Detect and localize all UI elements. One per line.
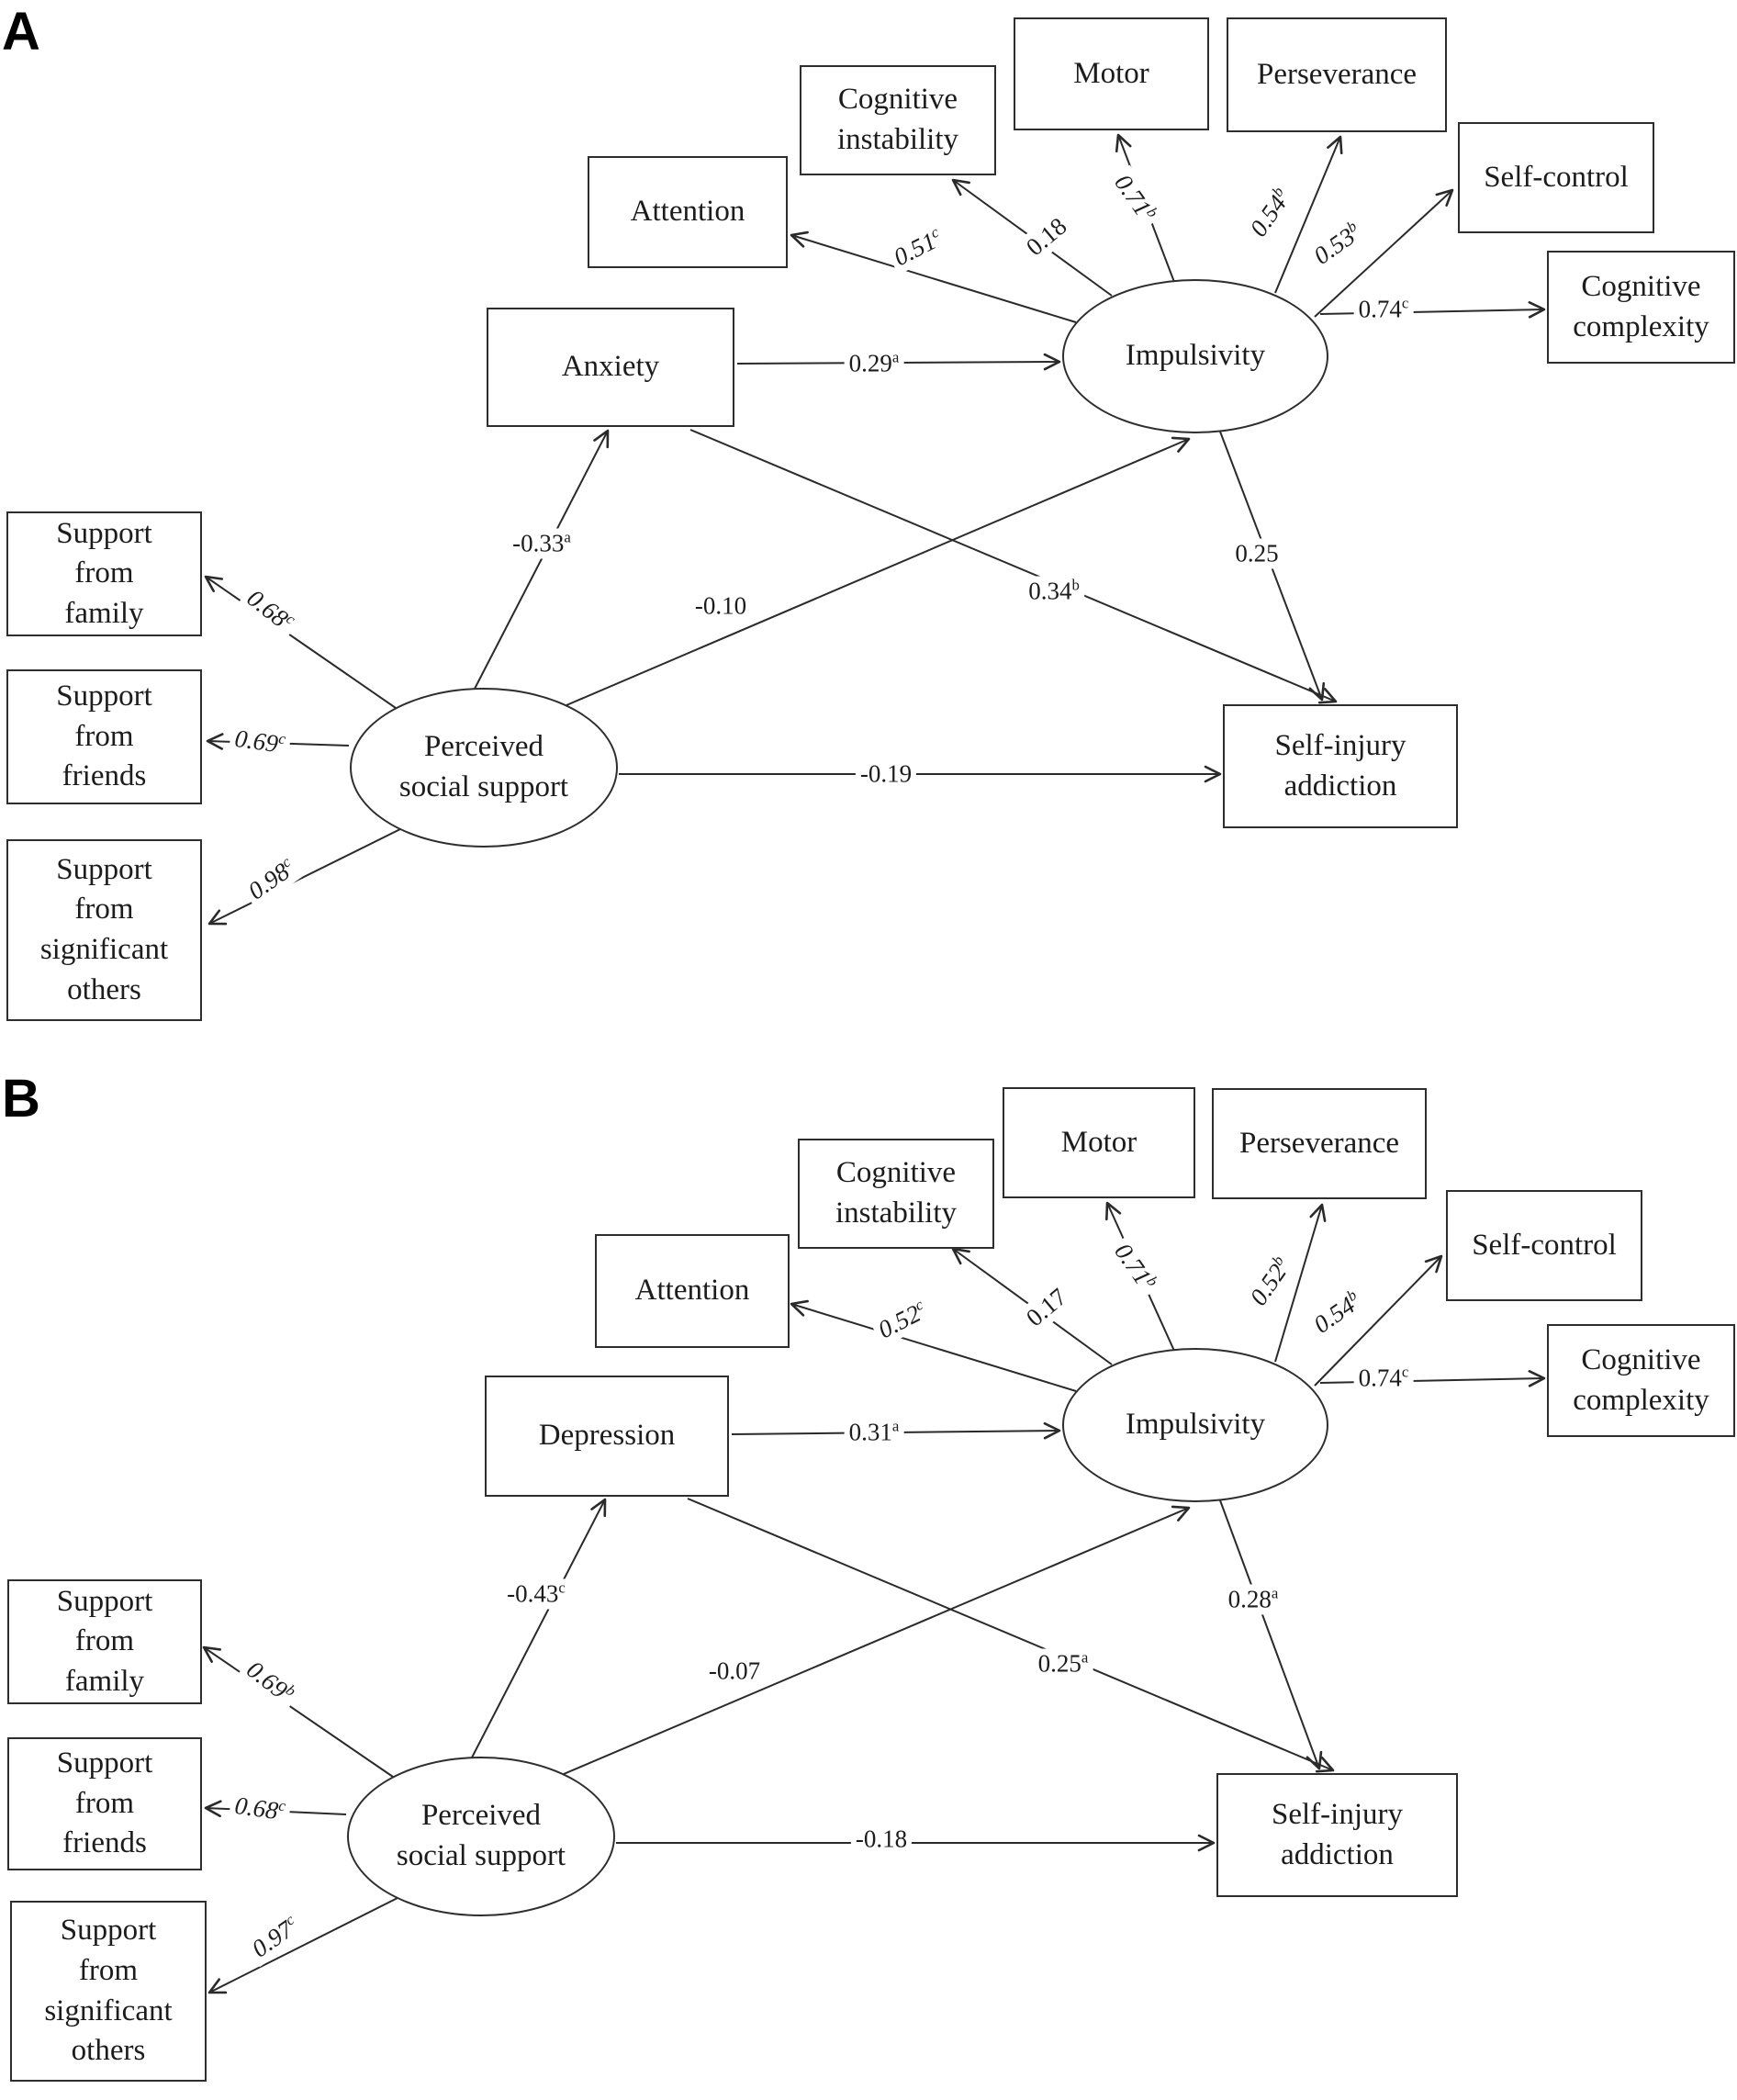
panel-b-node-motor-label: Motor [1060, 1125, 1137, 1159]
panel-b-node-cognitive-instability-label: Cognitive instability [835, 1156, 957, 1230]
panel-b-node-self-control-label: Self-control [1472, 1228, 1617, 1262]
panel-a-node-perseverance: Perseverance [1227, 17, 1447, 132]
panel-b-node-attention-label: Attention [634, 1274, 750, 1308]
panel-b-edge-pss-to-depression [470, 1498, 607, 1760]
panel-a-node-support-significant-others: Support from significant others [6, 839, 202, 1021]
panel-a-node-impulsivity: Impulsivity [1062, 279, 1328, 433]
panel-b-node-attention: Attention [595, 1234, 790, 1348]
panel-a-node-anxiety-label: Anxiety [561, 350, 660, 384]
panel-b-node-support-family-label: Support from family [56, 1584, 153, 1698]
panel-a-edge-impulsivity-to-attention [790, 230, 1077, 323]
panel-a-node-support-significant-others-label: Support from significant others [39, 852, 169, 1006]
panel-a-edge-pss-to-anxiety [473, 429, 610, 691]
panel-b-node-support-friends: Support from friends [7, 1737, 202, 1870]
panel-b-node-support-significant-others-label: Support from significant others [44, 1914, 173, 2068]
panel-a-node-attention-label: Attention [630, 195, 745, 229]
panel-b-node-impulsivity: Impulsivity [1062, 1348, 1328, 1502]
panel-a-edge-pss-to-support-family [204, 575, 397, 709]
panel-b-edge-pss-to-impulsivity-coefficient: -0.07 [703, 1656, 766, 1687]
panel-b-node-perceived-social-support: Perceived social support [347, 1757, 615, 1916]
panel-b-node-depression-label: Depression [538, 1419, 676, 1453]
panel-a-node-perseverance-label: Perseverance [1256, 57, 1418, 91]
panel-b-node-self-injury-addiction: Self-injury addiction [1216, 1773, 1458, 1897]
panel-a-edge-anxiety-to-impulsivity-coefficient: 0.29a [844, 348, 904, 379]
panel-b-edge-impulsivity-to-self-injury-coefficient: 0.28a [1223, 1584, 1283, 1615]
panel-a-edge-pss-to-impulsivity-coefficient: -0.10 [689, 590, 752, 622]
panel-b-edge-pss-to-self-injury-coefficient: -0.18 [850, 1824, 913, 1855]
panel-b-node-support-significant-others: Support from significant others [10, 1901, 207, 2082]
panel-a-node-cognitive-instability-label: Cognitive instability [837, 83, 958, 156]
panel-b-edge-pss-to-depression-coefficient: -0.43c [502, 1578, 570, 1610]
panel-a-edge-anxiety-to-self-injury [689, 429, 1338, 704]
panel-b-node-self-injury-addiction-label: Self-injury addiction [1272, 1797, 1403, 1871]
panel-b-node-cognitive-complexity-label: Cognitive complexity [1573, 1342, 1709, 1417]
panel-a-node-cognitive-complexity: Cognitive complexity [1547, 251, 1735, 364]
panel-b-edge-depression-to-self-injury-coefficient: 0.25a [1033, 1648, 1093, 1679]
panel-a-node-self-control-label: Self-control [1484, 160, 1629, 194]
panel-a-edge-anxiety-to-self-injury-coefficient: 0.34b [1024, 576, 1084, 607]
panel-a-node-support-friends-label: Support from friends [56, 679, 152, 793]
panel-b-node-perseverance: Perseverance [1212, 1088, 1427, 1199]
panel-a-node-cognitive-instability: Cognitive instability [800, 65, 996, 175]
panel-a-node-anxiety: Anxiety [487, 308, 734, 427]
panel-b-edge-impulsivity-to-perseverance [1274, 1203, 1327, 1363]
panel-b-edge-pss-to-support-family [202, 1645, 394, 1778]
panel-a-label: A [2, 2, 40, 62]
panel-b-edge-impulsivity-to-self-injury [1219, 1499, 1323, 1770]
panel-a-node-perceived-social-support-label: Perceived social support [398, 730, 569, 803]
panel-a-node-motor-label: Motor [1073, 56, 1149, 90]
panel-a-edge-impulsivity-to-self-control [1314, 188, 1454, 318]
panel-b-node-perseverance-label: Perseverance [1238, 1126, 1400, 1160]
panel-b-node-impulsivity-label: Impulsivity [1125, 1408, 1266, 1442]
panel-a-edge-pss-to-anxiety-coefficient: -0.33a [508, 528, 576, 559]
panel-b-edge-pss-to-support-significant-others [207, 1895, 402, 1994]
panel-a-node-attention: Attention [588, 156, 788, 268]
panel-b-edge-impulsivity-to-self-control [1314, 1254, 1443, 1387]
panel-a-edge-pss-to-self-injury-coefficient: -0.19 [855, 758, 917, 790]
panel-b-node-support-friends-label: Support from friends [56, 1746, 153, 1860]
panel-b-edge-depression-to-impulsivity-coefficient: 0.31a [844, 1417, 904, 1448]
panel-a-edge-impulsivity-to-cognitive-complexity-coefficient: 0.74c [1353, 294, 1414, 325]
panel-a-node-support-friends: Support from friends [6, 669, 202, 804]
panel-a-node-self-injury-addiction: Self-injury addiction [1223, 704, 1458, 828]
panel-b-node-motor: Motor [1003, 1087, 1195, 1198]
panel-b-label: B [2, 1069, 40, 1129]
panel-b-node-depression: Depression [485, 1376, 729, 1497]
panel-b-edge-pss-to-impulsivity [563, 1505, 1191, 1775]
panel-b-edge-depression-to-self-injury [687, 1498, 1335, 1773]
panel-b-node-support-family: Support from family [7, 1579, 202, 1704]
panel-a-edge-pss-to-support-significant-others [207, 826, 405, 926]
panel-a-node-self-control: Self-control [1458, 122, 1654, 233]
panel-a-edge-pss-to-impulsivity [566, 436, 1191, 706]
panel-a-edge-impulsivity-to-self-injury-coefficient: 0.25 [1230, 538, 1283, 569]
panel-a-node-motor: Motor [1014, 17, 1209, 130]
panel-b-node-perceived-social-support-label: Perceived social support [396, 1799, 566, 1872]
panel-a-node-impulsivity-label: Impulsivity [1125, 339, 1266, 373]
panel-a-node-perceived-social-support: Perceived social support [350, 688, 618, 848]
panel-b-node-self-control: Self-control [1446, 1190, 1642, 1301]
panel-a-node-self-injury-addiction-label: Self-injury addiction [1274, 728, 1406, 803]
panel-a-node-cognitive-complexity-label: Cognitive complexity [1573, 269, 1709, 343]
panel-b-edge-impulsivity-to-cognitive-complexity-coefficient: 0.74c [1353, 1363, 1414, 1394]
panel-b-node-cognitive-instability: Cognitive instability [798, 1139, 994, 1249]
panel-b-edge-impulsivity-to-attention [790, 1299, 1077, 1392]
panel-b-node-cognitive-complexity: Cognitive complexity [1547, 1324, 1735, 1437]
panel-a-node-support-family: Support from family [6, 511, 202, 636]
panel-a-edge-impulsivity-to-perseverance [1274, 135, 1343, 294]
panel-a-node-support-family-label: Support from family [56, 516, 152, 630]
